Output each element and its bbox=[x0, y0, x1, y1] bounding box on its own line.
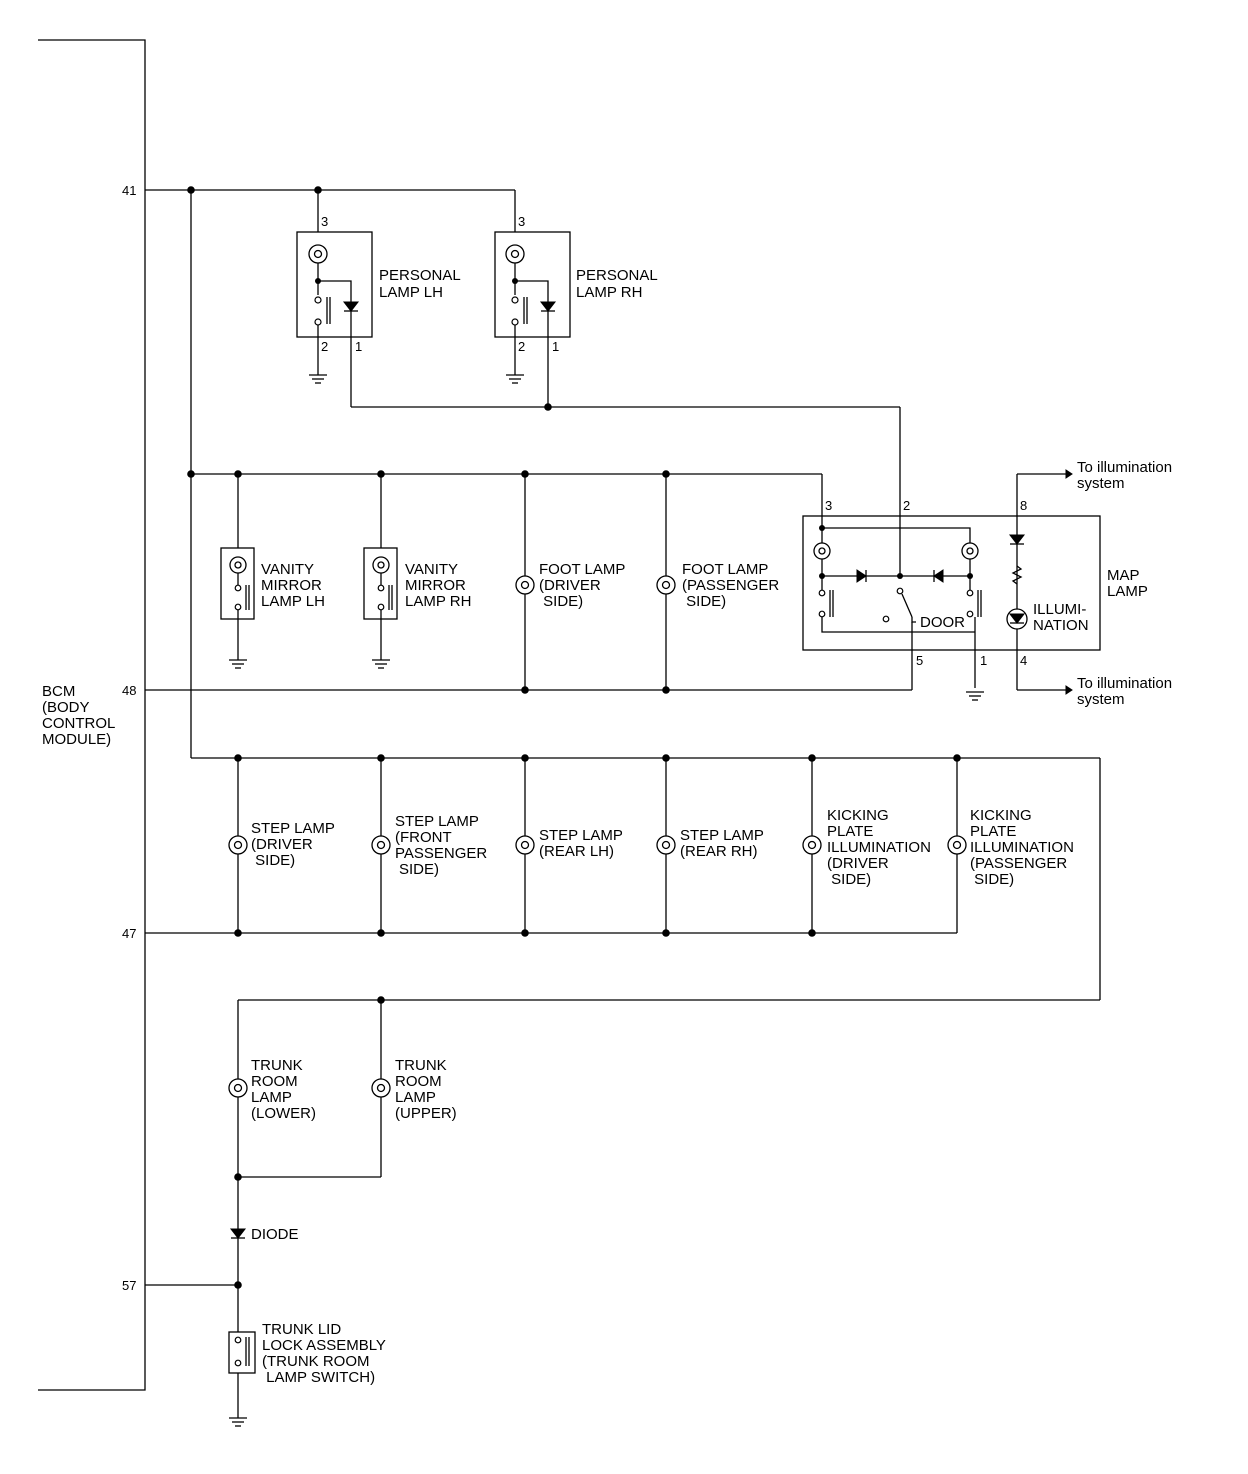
step-front-pass-label-1: STEP LAMP bbox=[395, 813, 479, 830]
trunk-lid-label-1: TRUNK LID bbox=[262, 1321, 341, 1338]
step-front-pass-label-4: SIDE) bbox=[399, 861, 439, 878]
map-lamp-label-2: LAMP bbox=[1107, 583, 1148, 600]
map-pin8: 8 bbox=[1020, 498, 1027, 513]
kick-driver-label-2: PLATE bbox=[827, 823, 873, 840]
trunk-lid-label-2: LOCK ASSEMBLY bbox=[262, 1337, 386, 1354]
trunk-room-lamp-lower: TRUNK ROOM LAMP (LOWER) bbox=[228, 1057, 316, 1122]
foot-driver-label-2: (DRIVER bbox=[539, 577, 601, 594]
step-lamp-rear-rh: STEP LAMP (REAR RH) bbox=[656, 827, 764, 860]
vanity-mirror-lamp-lh: VANITY MIRROR LAMP LH bbox=[220, 547, 325, 669]
personal-rh-label-1: PERSONAL bbox=[576, 267, 658, 284]
personal-rh-pin2: 2 bbox=[518, 339, 525, 354]
vanity-rh-label-1: VANITY bbox=[405, 561, 458, 578]
personal-lh-pin1: 1 bbox=[355, 339, 362, 354]
step-lamp-rear-lh: STEP LAMP (REAR LH) bbox=[515, 827, 623, 860]
bcm-pin-57: 57 bbox=[122, 1278, 136, 1293]
vanity-lh-label-1: VANITY bbox=[261, 561, 314, 578]
bcm-pin-41: 41 bbox=[122, 183, 136, 198]
map-lamp-label-1: MAP bbox=[1107, 567, 1140, 584]
foot-driver-label-3: SIDE) bbox=[539, 593, 583, 610]
kick-passenger-label-5: SIDE) bbox=[970, 871, 1014, 888]
bcm-label-1: BCM bbox=[42, 683, 75, 700]
bcm-label-3: CONTROL bbox=[42, 715, 115, 732]
vanity-mirror-lamp-rh: VANITY MIRROR LAMP RH bbox=[363, 547, 471, 669]
trunk-lower-label-2: ROOM bbox=[251, 1073, 298, 1090]
vanity-rh-label-2: MIRROR bbox=[405, 577, 466, 594]
step-driver-label-1: STEP LAMP bbox=[251, 820, 335, 837]
kick-passenger-label-2: PLATE bbox=[970, 823, 1016, 840]
personal-lamp-rh: 3 2 1 PERSONAL LAMP RH bbox=[494, 214, 658, 384]
bcm-module: BCM (BODY CONTROL MODULE) 41 48 47 57 bbox=[38, 39, 146, 1391]
step-driver-label-3: SIDE) bbox=[251, 852, 295, 869]
foot-passenger-label-1: FOOT LAMP bbox=[682, 561, 768, 578]
vanity-lh-label-2: MIRROR bbox=[261, 577, 322, 594]
kick-passenger-label-4: (PASSENGER bbox=[970, 855, 1067, 872]
bcm-label-4: MODULE) bbox=[42, 731, 111, 748]
map-illum-label-2: NATION bbox=[1033, 617, 1089, 634]
map-illum-label-1: ILLUMI- bbox=[1033, 601, 1086, 618]
junction-dots bbox=[187, 186, 961, 1289]
trunk-upper-label-4: (UPPER) bbox=[395, 1105, 457, 1122]
diode-label: DIODE bbox=[251, 1226, 299, 1243]
personal-rh-pin1: 1 bbox=[552, 339, 559, 354]
kicking-plate-passenger: KICKING PLATE ILLUMINATION (PASSENGER SI… bbox=[947, 807, 1074, 888]
step-rear-rh-label-1: STEP LAMP bbox=[680, 827, 764, 844]
kick-passenger-label-3: ILLUMINATION bbox=[970, 839, 1074, 856]
personal-lh-pin2: 2 bbox=[321, 339, 328, 354]
kicking-plate-driver: KICKING PLATE ILLUMINATION (DRIVER SIDE) bbox=[802, 807, 931, 888]
map-pin4: 4 bbox=[1020, 653, 1027, 668]
trunk-upper-label-3: LAMP bbox=[395, 1089, 436, 1106]
to-illum-top-1: To illumination bbox=[1077, 459, 1172, 476]
map-pin2: 2 bbox=[903, 498, 910, 513]
trunk-upper-label-1: TRUNK bbox=[395, 1057, 447, 1074]
personal-lh-pin3: 3 bbox=[321, 214, 328, 229]
personal-lh-label-1: PERSONAL bbox=[379, 267, 461, 284]
kick-passenger-label-1: KICKING bbox=[970, 807, 1032, 824]
map-pin3: 3 bbox=[825, 498, 832, 513]
vanity-lh-label-3: LAMP LH bbox=[261, 593, 325, 610]
foot-passenger-label-2: (PASSENGER bbox=[682, 577, 779, 594]
trunk-lower-label-4: (LOWER) bbox=[251, 1105, 316, 1122]
to-illum-bottom-2: system bbox=[1077, 691, 1125, 708]
personal-rh-label-2: LAMP RH bbox=[576, 284, 642, 301]
map-door-label: DOOR bbox=[920, 614, 965, 631]
step-lamp-front-passenger: STEP LAMP (FRONT PASSENGER SIDE) bbox=[371, 813, 487, 878]
kick-driver-label-3: ILLUMINATION bbox=[827, 839, 931, 856]
map-lamp: 3 2 8 5 1 4 DOOR ILLUMI- NATION MAP LAMP… bbox=[802, 459, 1172, 708]
personal-rh-pin3: 3 bbox=[518, 214, 525, 229]
bcm-pin-48: 48 bbox=[122, 683, 136, 698]
trunk-upper-label-2: ROOM bbox=[395, 1073, 442, 1090]
foot-passenger-label-3: SIDE) bbox=[682, 593, 726, 610]
trunk-lid-label-4: LAMP SWITCH) bbox=[262, 1369, 375, 1386]
to-illum-bottom-1: To illumination bbox=[1077, 675, 1172, 692]
step-rear-lh-label-2: (REAR LH) bbox=[539, 843, 614, 860]
step-rear-rh-label-2: (REAR RH) bbox=[680, 843, 758, 860]
vanity-rh-label-3: LAMP RH bbox=[405, 593, 471, 610]
diode: DIODE bbox=[229, 1226, 299, 1243]
kick-driver-label-1: KICKING bbox=[827, 807, 889, 824]
personal-lamp-lh: 3 2 1 PERSONAL LAMP LH bbox=[296, 214, 461, 384]
foot-driver-label-1: FOOT LAMP bbox=[539, 561, 625, 578]
map-pin1: 1 bbox=[980, 653, 987, 668]
trunk-room-lamp-upper: TRUNK ROOM LAMP (UPPER) bbox=[371, 1057, 457, 1122]
trunk-lower-label-1: TRUNK bbox=[251, 1057, 303, 1074]
kick-driver-label-4: (DRIVER bbox=[827, 855, 889, 872]
trunk-lid-lock-assembly: TRUNK LID LOCK ASSEMBLY (TRUNK ROOM LAMP… bbox=[228, 1321, 386, 1427]
trunk-lower-label-3: LAMP bbox=[251, 1089, 292, 1106]
kick-driver-label-5: SIDE) bbox=[827, 871, 871, 888]
step-front-pass-label-3: PASSENGER bbox=[395, 845, 487, 862]
step-rear-lh-label-1: STEP LAMP bbox=[539, 827, 623, 844]
to-illum-top-2: system bbox=[1077, 475, 1125, 492]
step-lamp-driver: STEP LAMP (DRIVER SIDE) bbox=[228, 820, 335, 869]
bcm-label-2: (BODY bbox=[42, 699, 90, 716]
foot-lamp-driver: FOOT LAMP (DRIVER SIDE) bbox=[515, 561, 625, 610]
trunk-lid-label-3: (TRUNK ROOM bbox=[262, 1353, 370, 1370]
step-driver-label-2: (DRIVER bbox=[251, 836, 313, 853]
step-front-pass-label-2: (FRONT bbox=[395, 829, 452, 846]
bcm-pin-47: 47 bbox=[122, 926, 136, 941]
foot-lamp-passenger: FOOT LAMP (PASSENGER SIDE) bbox=[656, 561, 779, 610]
map-pin5: 5 bbox=[916, 653, 923, 668]
personal-lh-label-2: LAMP LH bbox=[379, 284, 443, 301]
